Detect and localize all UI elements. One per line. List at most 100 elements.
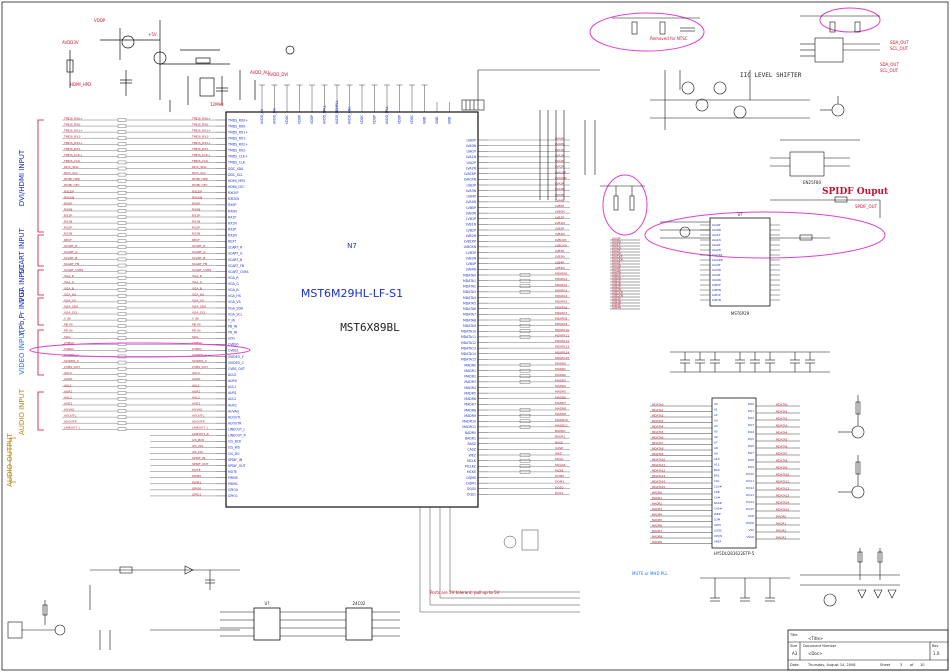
ddr-net-label: MADR3 [776, 536, 786, 540]
connector-net-label: AUR0 [64, 377, 72, 381]
chip-pin-left: SPDIF_OUT [228, 464, 246, 468]
ddr-pin-right: DQ0 [748, 402, 754, 406]
right-net-label: MADR1 [555, 367, 566, 371]
ddr-net-label: MDATA13 [652, 474, 665, 478]
left-net-label: DDC_SDA [192, 165, 207, 169]
ddr-net-label: MDATA13 [776, 494, 789, 498]
ddr-pin-left: BA0 [714, 468, 720, 472]
ddr-net-label: MDATA4 [776, 431, 788, 435]
chip-pin-right: LVA4N [466, 200, 477, 204]
ddr-net-label: MDATA6 [776, 445, 788, 449]
chip-pin-right: LVA2N [466, 166, 477, 170]
label-dvi-hdmi: DVI/HDMI INPUT [18, 149, 26, 206]
right-net-label: MDATA9 [555, 322, 567, 326]
chip-pin-right: MDATA7 [463, 313, 476, 317]
reset-ic-block [770, 139, 860, 177]
left-net-label: AUOUTR [192, 420, 205, 424]
bus-net-label: LVA0P [612, 237, 621, 241]
svg-text:SDA_OUT: SDA_OUT [890, 40, 909, 45]
connector-net-label: RX0N [64, 207, 72, 211]
chip-pin-left: CVBS_OUT [228, 367, 245, 371]
left-net-label: AUR0 [192, 377, 200, 381]
left-net-label: TMDS_RX2+ [191, 141, 211, 145]
svg-text:AVDD_DVI: AVDD_DVI [268, 72, 288, 77]
svg-text:SCL_OUT: SCL_OUT [880, 68, 899, 73]
chip-pin-left: HDMI_HPD [228, 179, 245, 183]
chip-pin-top: VDDP [298, 115, 302, 124]
connector-net-label: LINEOUT_L [64, 426, 81, 430]
left-net-labels: TMDS_RX0+TMDS_RX0+TMDS_RX0-TMDS_RX0-TMDS… [62, 117, 216, 496]
chip-pin-left: I2S_WS [228, 446, 240, 450]
left-net-label: MUTE [192, 468, 201, 472]
ddr-pin-right: DQ9 [748, 465, 754, 469]
left-net-label: LINEOUT_L [192, 426, 209, 430]
chip-pin-right: DQM0 [466, 476, 476, 480]
right-net-label: LVB3N [555, 255, 565, 259]
connector-net-label: SCART_CVBS [64, 268, 83, 272]
left-net-label: SCART_B [192, 256, 205, 260]
bus-net-label: LVA1N [612, 246, 621, 250]
chip-pin-top: AVDD_LPLL [385, 106, 389, 124]
connector-net-label: TMDS_RX2- [63, 147, 81, 151]
chip-pin-top: AVDD_DVI [273, 108, 277, 124]
connector-net-label: DDC_SCL [64, 171, 78, 175]
bus-lines: LVA0PLVA0NLVA1PLVA1NLVA2PLVA2NLVACKPLVAC… [610, 237, 800, 544]
chip-pin-right: MADR2 [464, 375, 476, 379]
bottom-right-caps [700, 577, 837, 607]
chip-pin-left: DDC_SDA [228, 167, 244, 171]
chip-pin-right: LVBCKP [464, 240, 476, 244]
ddr-pin-left: UDQS [714, 534, 722, 538]
chip-pin-left: TMDS_RX1- [227, 136, 246, 140]
ddr-net-label: MDATA9 [652, 452, 664, 456]
chip-pin-right: LVA1P [466, 150, 476, 154]
bus-net-label: LVA3N [612, 264, 621, 268]
ddr-pin-right: DQ4 [748, 430, 754, 434]
right-net-label: DQM0 [555, 474, 564, 478]
chip-pin-left: PR_IN [228, 331, 238, 335]
iic-label: IIC LEVEL SHIFTER [740, 72, 802, 79]
lvds-pin-label: LVA3P [712, 263, 721, 267]
chip-pin-left: RX1P [228, 215, 236, 219]
chip-pin-left: AUOUTL [228, 415, 241, 419]
right-net-label: MADR9 [555, 412, 566, 416]
right-net-label: LVB0P [555, 204, 564, 208]
chip-pin-left: TMDS_RX2+ [227, 143, 248, 147]
left-net-label: CVBS1 [192, 347, 202, 351]
right-net-label: LVB1P [555, 215, 564, 219]
connector-net-label: DDC_SDA [64, 165, 79, 169]
connector-net-label: TMDS_RX1+ [63, 129, 83, 133]
ddr-pin-left: A6 [714, 435, 718, 439]
chip-pin-left: VGA_G [228, 282, 239, 286]
chip-pin-right: LVBCKN [464, 245, 477, 249]
right-net-label: MDATA6 [555, 305, 567, 309]
chip-pin-left: RXCKN [228, 197, 239, 201]
right-net-label: MDATA7 [555, 311, 567, 315]
ddr-pin-right: VSS [749, 528, 755, 532]
lvds-pin-label: LVA3N [712, 268, 721, 272]
title-block-title: <Title> [808, 636, 823, 641]
left-net-label: TMDS_RX2- [191, 147, 209, 151]
bus-net-label: LVB1N [612, 282, 621, 286]
left-net-label: RXCKN [192, 195, 202, 199]
bus-net-label: LVACKN [612, 258, 623, 262]
left-net-label: AUR2 [192, 401, 200, 405]
left-net-label: Y_IN [192, 317, 198, 321]
ddr-pin-left: CAS# [714, 507, 723, 511]
chip-pin-left: VGA_VS [228, 300, 241, 304]
chip-pin-right: MDATA12 [461, 341, 476, 345]
ddr-net-label: MDATA5 [776, 438, 788, 442]
left-net-label: RX1N [192, 220, 200, 224]
chip-pin-top: AVDD_MEMPLL [335, 100, 339, 124]
right-net-label: LVA2P [555, 159, 564, 163]
svg-text:SCL_OUT: SCL_OUT [890, 46, 909, 51]
left-net-label: REXT [192, 238, 200, 242]
chip-pin-right: LVB1N [466, 223, 477, 227]
chip-pin-right: MADR6 [464, 397, 476, 401]
connector-net-label: RXCKP [64, 189, 74, 193]
connector-net-label: CVBS1 [64, 347, 74, 351]
ddr-pin-left: A3 [714, 419, 718, 423]
chip-pin-left: SVIDEO_C [228, 361, 245, 365]
lvds-pin-label: LVA1P [712, 233, 721, 237]
chip-pin-right: MADR8 [464, 408, 476, 412]
left-net-label: HDMI_HPD [192, 177, 209, 181]
